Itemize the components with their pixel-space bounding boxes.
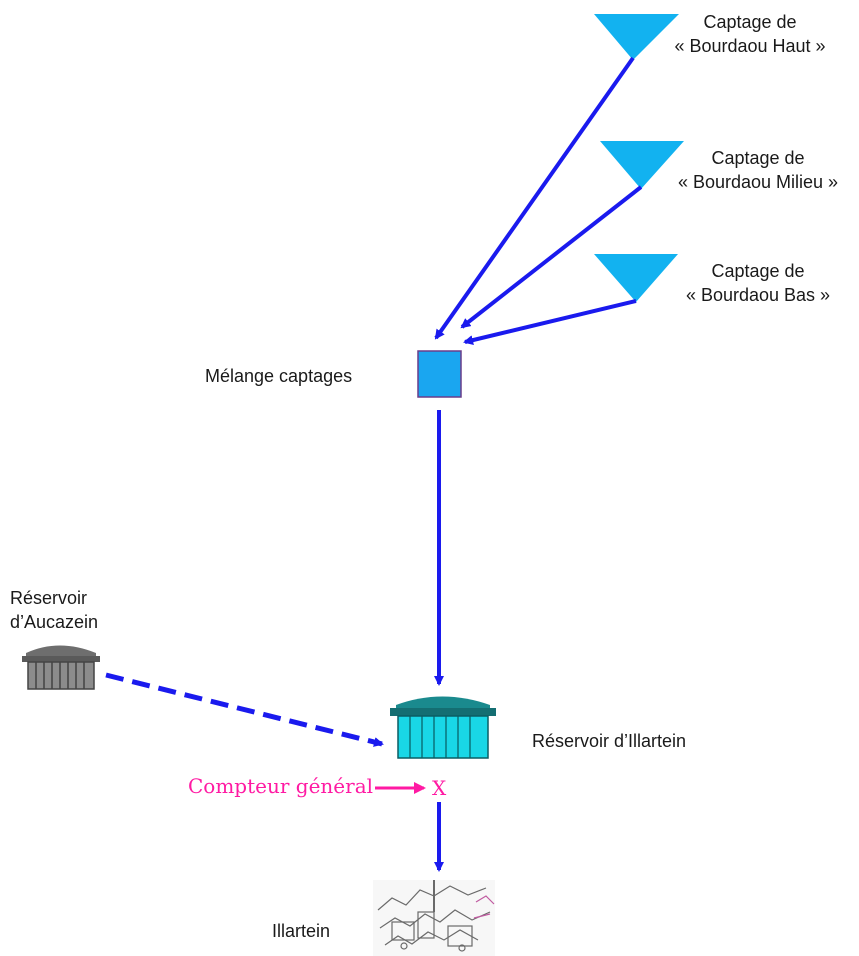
reservoir-aucazein-label: Réservoir d’Aucazein (10, 586, 98, 634)
flow-arrow-milieu (460, 185, 643, 329)
mix-node-label: Mélange captages (205, 366, 353, 386)
mix-node-icon (417, 350, 462, 398)
source-bas-line2: « Bourdaou Bas » (685, 285, 831, 305)
source-bas-icon (594, 254, 678, 302)
meter-label: Compteur général (188, 774, 374, 798)
source-haut-line1: Captage de (703, 12, 797, 32)
flow-arrow-haut (434, 56, 635, 340)
reservoir-illartein-label: Réservoir d’Illartein (532, 731, 687, 751)
reservoir-aucazein-line2: d’Aucazein (10, 612, 99, 632)
source-milieu-icon (600, 141, 684, 189)
source-haut-line2: « Bourdaou Haut » (674, 36, 826, 56)
source-milieu-line1: Captage de (711, 148, 805, 168)
meter-mark: X (432, 776, 447, 800)
source-haut-icon (594, 14, 679, 60)
source-bas-line1: Captage de (711, 261, 805, 281)
village-sketch-icon (373, 880, 495, 956)
source-haut-label: Captage de « Bourdaou Haut » (650, 10, 850, 58)
source-bas-label: Captage de « Bourdaou Bas » (658, 259, 858, 307)
reservoir-aucazein-line1: Réservoir (10, 588, 88, 608)
flow-arrow-bas (463, 299, 637, 345)
reservoir-aucazein-icon (22, 645, 100, 690)
flow-arrow-aucazein-dashed (105, 672, 384, 747)
source-milieu-line2: « Bourdaou Milieu » (677, 172, 839, 192)
source-milieu-label: Captage de « Bourdaou Milieu » (658, 146, 858, 194)
village-label: Illartein (272, 921, 331, 941)
reservoir-illartein-icon (390, 696, 496, 759)
